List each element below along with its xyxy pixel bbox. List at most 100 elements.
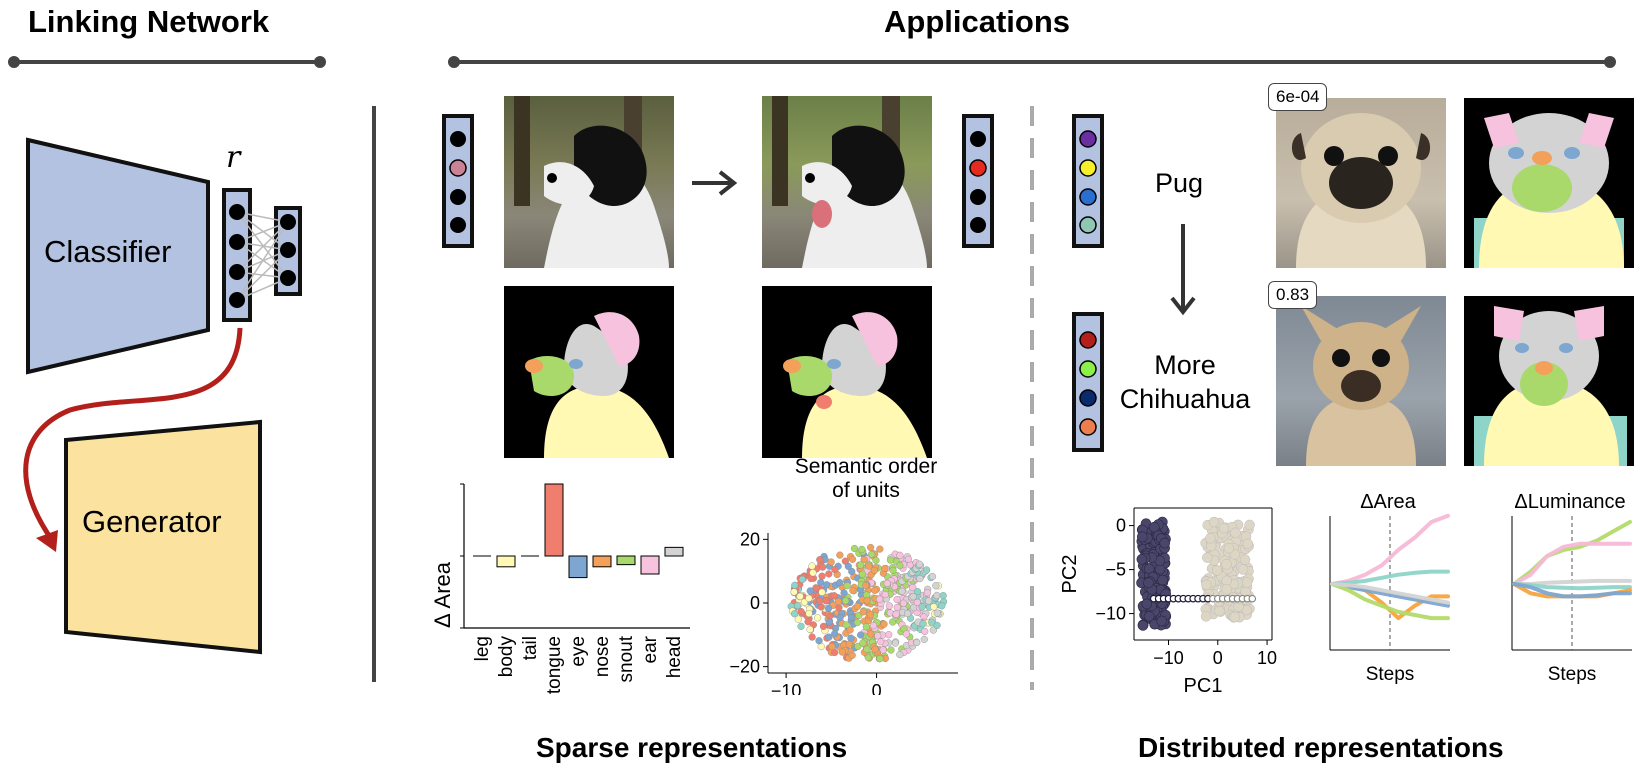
tsne-point — [891, 639, 900, 647]
tsne-point — [864, 653, 872, 662]
tsne-point — [860, 556, 868, 564]
tsne-point — [876, 545, 884, 553]
pca-ylabel: PC2 — [1059, 555, 1081, 594]
tsne-point — [933, 591, 941, 600]
tsne-point — [790, 588, 798, 596]
tsne-point — [918, 603, 926, 611]
tsne-point — [818, 588, 826, 596]
tsne-point — [848, 567, 856, 576]
delta-area-line-chart: ΔArea Steps — [1329, 491, 1450, 685]
tsne-point — [889, 566, 897, 574]
tsne-point — [902, 630, 911, 638]
pca-point-pug — [1221, 559, 1232, 570]
tsne-point — [816, 556, 824, 564]
tsne-point — [880, 620, 888, 628]
tsne-point — [815, 637, 823, 645]
tsne-point — [899, 599, 908, 607]
pca-point-chihuahua — [1137, 620, 1149, 631]
tsne-point — [933, 609, 941, 617]
bar-tick-label: eye — [568, 636, 589, 667]
tsne-point — [922, 566, 931, 574]
tsne-point — [886, 609, 894, 617]
tsne-point — [867, 543, 875, 552]
unit-vector-before — [442, 114, 474, 248]
tsne-point — [796, 592, 804, 600]
tsne-point — [808, 633, 816, 641]
unit-vector-pug — [1072, 114, 1104, 248]
linking-network-title: Linking Network — [28, 4, 270, 39]
tsne-point — [859, 639, 867, 647]
pca-point-chihuahua — [1143, 577, 1154, 589]
tsne-point — [870, 566, 879, 575]
bar-tick-label: ear — [640, 635, 661, 663]
tsne-point — [898, 587, 906, 595]
tsne-point — [824, 604, 833, 613]
pca-point-chihuahua — [1156, 615, 1167, 627]
tsne-point — [865, 562, 873, 570]
tsne-point — [848, 651, 856, 659]
pca-point-pug — [1239, 554, 1251, 565]
tsne-point — [853, 618, 861, 627]
tsne-point — [866, 611, 874, 619]
tsne-ytick-label: 0 — [750, 593, 760, 613]
tsne-point — [893, 595, 901, 604]
pca-point-pug — [1241, 577, 1253, 588]
tsne-point — [854, 642, 862, 650]
tsne-point — [896, 551, 904, 559]
tsne-point — [933, 621, 941, 629]
tsne-point — [797, 607, 805, 616]
line-series — [1330, 582, 1450, 621]
tsne-point — [915, 560, 924, 568]
pca-point-chihuahua — [1159, 537, 1171, 549]
tsne-point — [843, 582, 851, 590]
tsne-point — [840, 589, 848, 597]
tsne-point — [823, 581, 831, 589]
tsne-point — [825, 570, 833, 578]
tsne-point — [874, 632, 882, 640]
tsne-point — [909, 593, 917, 601]
pca-point-pug — [1230, 527, 1241, 539]
tsne-point — [896, 650, 904, 659]
pca-point-pug — [1201, 579, 1212, 591]
tsne-point — [831, 630, 839, 638]
tsne-point — [857, 631, 865, 639]
tsne-point — [923, 589, 932, 597]
tsne-point — [862, 623, 870, 631]
tsne-point — [848, 555, 857, 563]
bar-snout — [616, 555, 636, 566]
tsne-point — [871, 645, 879, 653]
tsne-point — [863, 597, 871, 605]
tsne-point — [892, 610, 900, 618]
pug-label: Pug — [1155, 168, 1204, 198]
line-series — [1330, 569, 1450, 586]
pca-point-pug — [1244, 519, 1255, 531]
pca-point-pug — [1229, 611, 1241, 623]
tsne-point — [885, 602, 893, 610]
pca-point-chihuahua — [1136, 553, 1148, 565]
generator-label: Generator — [82, 504, 222, 539]
pca-point-chihuahua — [1137, 531, 1148, 543]
tsne-point — [818, 572, 826, 580]
tsne-point — [842, 621, 850, 629]
tsne-point — [836, 551, 844, 559]
tsne-point — [859, 608, 867, 616]
pca-point-pug — [1214, 605, 1225, 617]
tsne-point — [831, 648, 839, 657]
pca-point-pug — [1200, 611, 1212, 622]
delta-luminance-line-chart: ΔLuminance Steps — [1511, 491, 1632, 685]
tsne-point — [835, 604, 843, 612]
tsne-point — [930, 603, 938, 611]
tsne-point — [806, 625, 814, 634]
bar-eye — [568, 555, 588, 579]
bar-tick-label: tongue — [544, 636, 565, 694]
lum-chart-xlabel: Steps — [1548, 664, 1597, 685]
tsne-point — [842, 597, 850, 605]
tsne-point — [793, 602, 802, 610]
bar-head — [664, 546, 684, 557]
transform-arrow — [692, 170, 738, 196]
tsne-point — [806, 587, 814, 595]
tsne-ytick-label: −20 — [729, 657, 760, 677]
tsne-point — [858, 545, 866, 554]
chihuahua-segmentation — [1464, 296, 1634, 466]
